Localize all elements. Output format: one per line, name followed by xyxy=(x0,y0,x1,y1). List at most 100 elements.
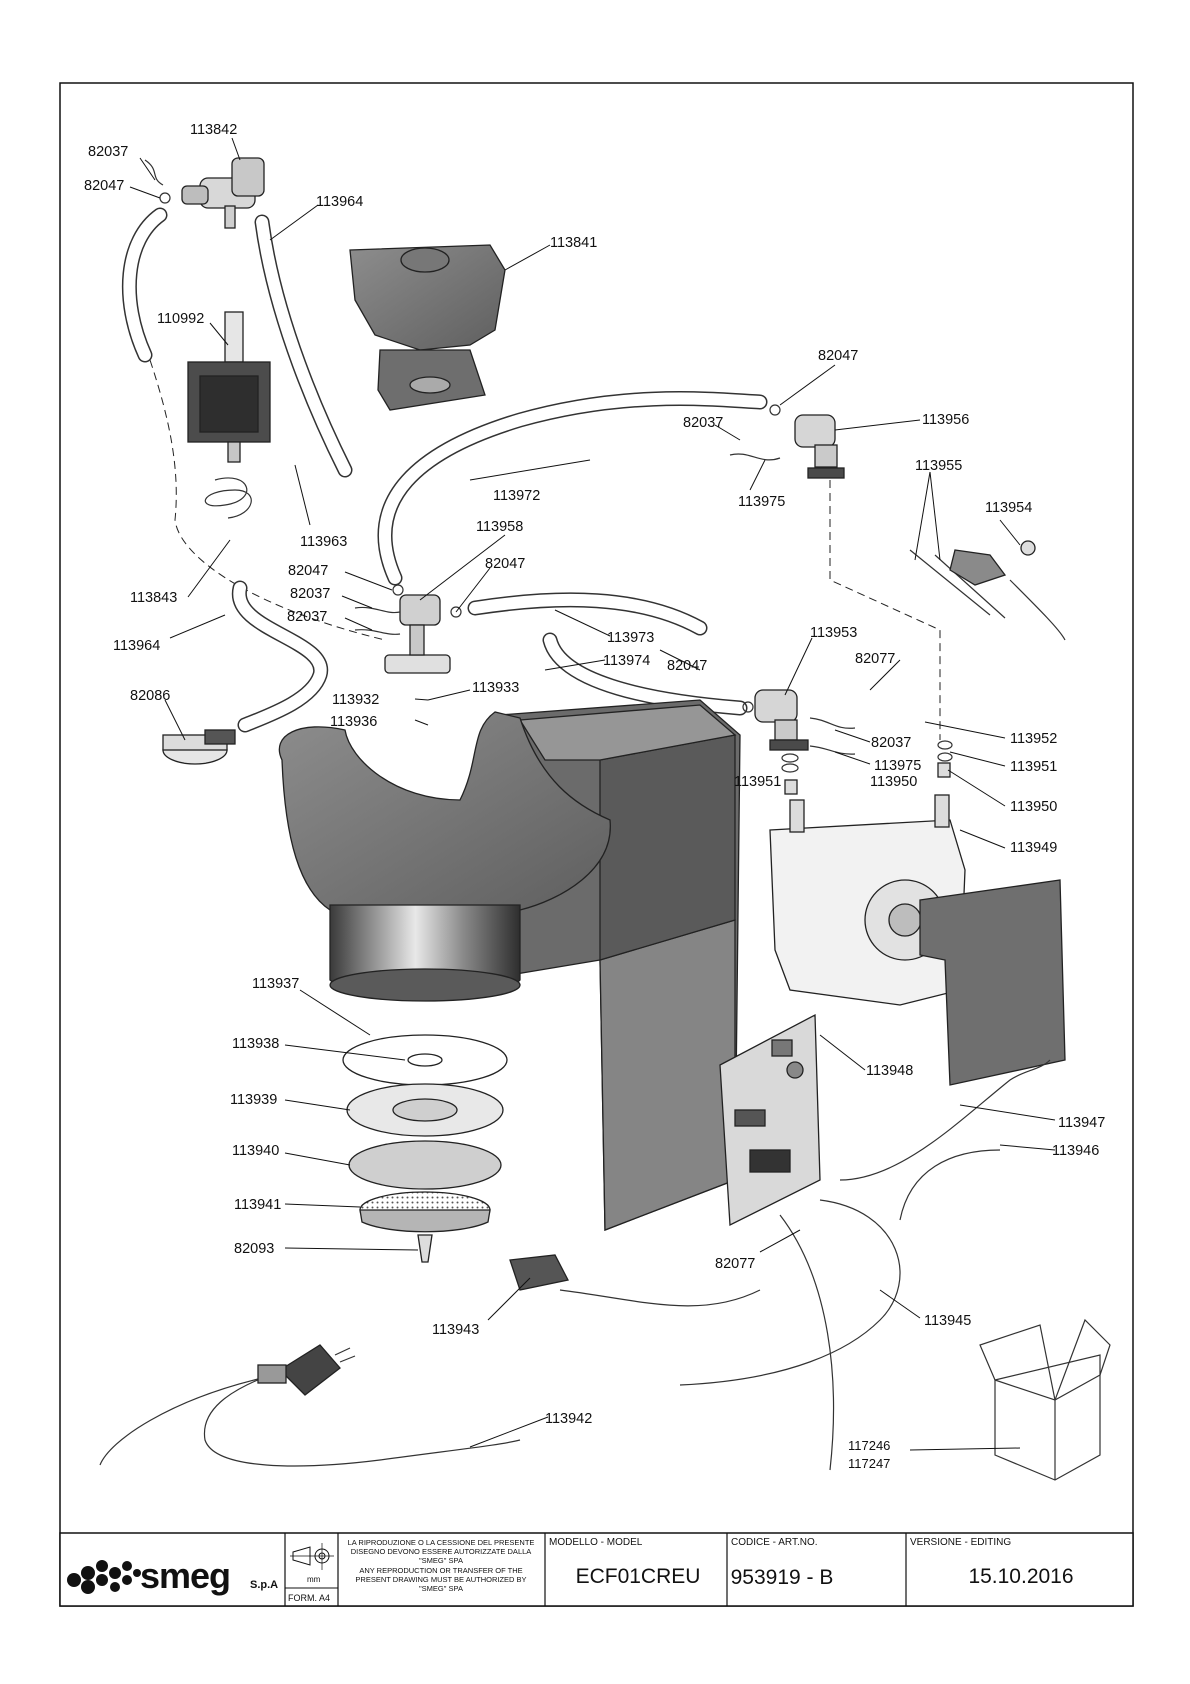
routing-dashed-line xyxy=(829,480,941,740)
version-value: 15.10.2016 xyxy=(968,1565,1073,1588)
part-label: 113941 xyxy=(234,1197,281,1213)
part-label: 113972 xyxy=(493,488,540,504)
part-label: 113952 xyxy=(1010,731,1057,747)
part-label: 113964 xyxy=(113,638,160,654)
pump-part xyxy=(187,311,271,519)
clip-part xyxy=(354,629,401,635)
code-value: 953919 - B xyxy=(731,1566,834,1589)
wire-harness xyxy=(839,1059,1051,1181)
wire-harness xyxy=(559,1289,761,1307)
brand-name: smeg xyxy=(140,1555,230,1596)
part-label: 113955 xyxy=(915,458,962,474)
valve-holder-part xyxy=(349,244,506,411)
elbow-connector-part xyxy=(754,689,809,751)
part-label: 113974 xyxy=(603,653,650,669)
part-label: 113949 xyxy=(1010,840,1057,856)
part-label: 113946 xyxy=(1052,1143,1099,1159)
part-label: 113842 xyxy=(190,122,237,138)
connector-part xyxy=(384,594,451,674)
part-label: 113947 xyxy=(1058,1115,1105,1131)
part-label: 113956 xyxy=(922,412,969,428)
part-label: 113932 xyxy=(332,692,379,708)
part-label: 113975 xyxy=(738,494,785,510)
part-label: 113951 xyxy=(734,774,781,790)
part-label: 113939 xyxy=(230,1092,277,1108)
part-label: 117247 xyxy=(848,1456,890,1471)
part-label: 117246 xyxy=(848,1438,890,1453)
model-header: MODELLO - MODEL xyxy=(549,1537,643,1548)
thermal-fuse-part xyxy=(909,540,1066,641)
part-label: 82037 xyxy=(871,735,911,751)
part-label: 113964 xyxy=(316,194,363,210)
part-label: 113841 xyxy=(550,235,597,251)
part-label: 82037 xyxy=(683,415,723,431)
part-label: 113973 xyxy=(607,630,654,646)
packaging-box-part xyxy=(979,1318,1111,1481)
part-label: 82047 xyxy=(667,658,707,674)
notice-line: "SMEG" SPA xyxy=(419,1556,463,1565)
screw-part xyxy=(417,1234,433,1263)
flowmeter-part xyxy=(181,157,265,229)
clip-part xyxy=(809,717,856,729)
wire-harness xyxy=(779,1214,835,1471)
model-value: ECF01CREU xyxy=(576,1565,701,1588)
part-label: 82093 xyxy=(234,1241,274,1257)
tube xyxy=(256,216,351,476)
wire-harness xyxy=(899,1149,1001,1221)
title-block: smeg S.p.A mm FORM. A4 LA RIPRODUZIONE O… xyxy=(59,1532,1134,1607)
control-board-part xyxy=(719,1013,821,1227)
part-label: 82047 xyxy=(818,348,858,364)
o-ring-part xyxy=(937,740,953,750)
unit-label: mm xyxy=(307,1575,321,1584)
part-label: 82077 xyxy=(715,1256,755,1272)
notice-line: DISEGNO DEVONO ESSERE AUTORIZZATE DALLA xyxy=(351,1547,532,1556)
o-ring-part xyxy=(781,763,799,773)
code-header: CODICE - ART.NO. xyxy=(731,1537,818,1548)
routing-dashed-line xyxy=(149,359,386,641)
part-label: 82037 xyxy=(290,586,330,602)
tube xyxy=(469,593,706,634)
part-label: 82047 xyxy=(485,556,525,572)
part-label: 113975 xyxy=(874,758,921,774)
elbow-connector-part xyxy=(794,414,845,479)
o-ring-part xyxy=(159,192,171,204)
part-label: 113937 xyxy=(252,976,299,992)
part-label: 113945 xyxy=(924,1313,971,1329)
notice-line: ANY REPRODUCTION OR TRANSFER OF THE xyxy=(359,1566,522,1575)
part-label: 113954 xyxy=(985,500,1032,516)
part-label: 113950 xyxy=(870,774,917,790)
part-label: 82047 xyxy=(84,178,124,194)
notice-line: LA RIPRODUZIONE O LA CESSIONE DEL PRESEN… xyxy=(348,1538,535,1547)
drip-basin-part xyxy=(278,711,611,1002)
part-label: 113942 xyxy=(545,1411,592,1427)
projection-symbol-icon xyxy=(290,1543,334,1570)
illustration xyxy=(99,157,1111,1481)
clip-part xyxy=(144,159,164,186)
part-label: 82047 xyxy=(288,563,328,579)
part-label: 82037 xyxy=(287,609,327,625)
led-holder-part xyxy=(509,1254,569,1291)
pressure-switch-part xyxy=(162,729,236,765)
tube xyxy=(379,392,766,584)
part-labels: 113842 82037 82047 113964 113841 110992 … xyxy=(84,122,1105,1471)
part-label: 82037 xyxy=(88,144,128,160)
o-ring-part xyxy=(937,752,953,762)
part-label: 110992 xyxy=(157,311,204,327)
tube xyxy=(123,209,166,361)
o-ring-part xyxy=(781,753,799,763)
part-label: 113958 xyxy=(476,519,523,535)
part-label: 113953 xyxy=(810,625,857,641)
clip-part xyxy=(354,606,401,614)
notice-line: PRESENT DRAWING MUST BE AUTHORIZED BY xyxy=(355,1575,526,1584)
leader-lines xyxy=(129,137,1056,1451)
wire-harness xyxy=(679,1199,901,1386)
filter-stack-part xyxy=(342,1034,508,1233)
part-label: 113948 xyxy=(866,1063,913,1079)
spacer-part xyxy=(937,762,951,778)
power-cord-part xyxy=(99,1344,521,1467)
heat-shield-part xyxy=(919,879,1066,1086)
o-ring-part xyxy=(392,584,404,596)
smeg-logo: smeg S.p.A xyxy=(67,1555,278,1596)
part-label: 113933 xyxy=(472,680,519,696)
part-label: 82077 xyxy=(855,651,895,667)
